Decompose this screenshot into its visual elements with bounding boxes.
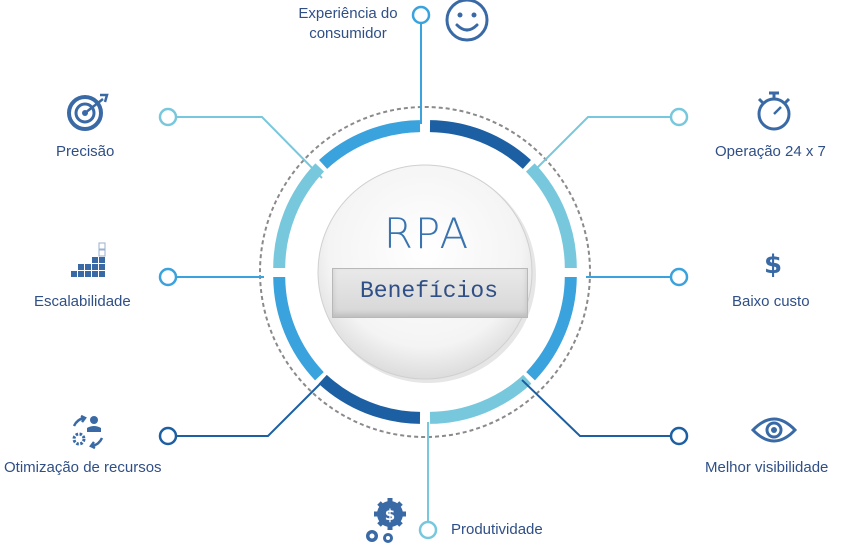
- ring-segment-top-right: [429, 120, 531, 169]
- connector-precisao: [177, 116, 323, 179]
- center-title: RPA: [383, 209, 471, 258]
- subtitle-box: [332, 268, 528, 318]
- node-escalabilidade: [158, 267, 178, 287]
- label-produtividade: Produtividade: [451, 521, 543, 538]
- svg-text:$: $: [764, 250, 782, 280]
- center-subtitle: Benefícios: [359, 278, 499, 304]
- label-operacao: Operação 24 x 7: [715, 143, 826, 160]
- ring-segment-right-upper: [525, 163, 577, 269]
- node-experiencia: [411, 5, 431, 25]
- label-experiencia-line1: Experiência do: [298, 5, 398, 22]
- connector-otimizacao: [177, 381, 323, 437]
- smiley-icon: [445, 0, 489, 42]
- resource-cycle-icon: [72, 414, 104, 450]
- target-icon: [67, 93, 109, 131]
- label-otimizacao: Otimização de recursos: [4, 459, 162, 476]
- node-operacao: [669, 107, 689, 127]
- label-visibilidade: Melhor visibilidade: [705, 459, 829, 476]
- ring-segment-bottom-left: [318, 374, 421, 424]
- node-otimizacao: [158, 426, 178, 446]
- ring-segment-bottom-right: [429, 374, 532, 424]
- node-visibilidade: [669, 426, 689, 446]
- svg-text:$: $: [385, 506, 395, 524]
- gears-dollar-icon: $: [366, 498, 406, 543]
- label-experiencia: Experiência do consumidor: [293, 4, 403, 44]
- ring-segment-right-lower: [526, 276, 577, 381]
- node-produtividade: [418, 520, 438, 540]
- eye-icon: [750, 417, 798, 443]
- ring-segment-left-lower: [273, 276, 324, 381]
- ring-segment-top-left: [319, 120, 421, 169]
- node-precisao: [158, 107, 178, 127]
- ring-segments: [273, 120, 577, 424]
- node-custo: [669, 267, 689, 287]
- label-custo: Baixo custo: [732, 293, 810, 310]
- ring-segment-left-upper: [273, 163, 325, 269]
- label-escalabilidade: Escalabilidade: [34, 293, 131, 310]
- outer-dashed-ring: [259, 106, 591, 438]
- dollar-icon: $: [764, 250, 782, 280]
- connector-visibilidade: [521, 379, 671, 437]
- connector-nodes: [158, 5, 689, 540]
- connectors: [177, 14, 671, 521]
- label-precisao: Precisão: [56, 143, 115, 160]
- stopwatch-icon: [757, 91, 791, 131]
- connector-operacao: [529, 116, 671, 176]
- scale-blocks-icon: [71, 242, 106, 277]
- label-experiencia-line2: consumidor: [309, 25, 387, 42]
